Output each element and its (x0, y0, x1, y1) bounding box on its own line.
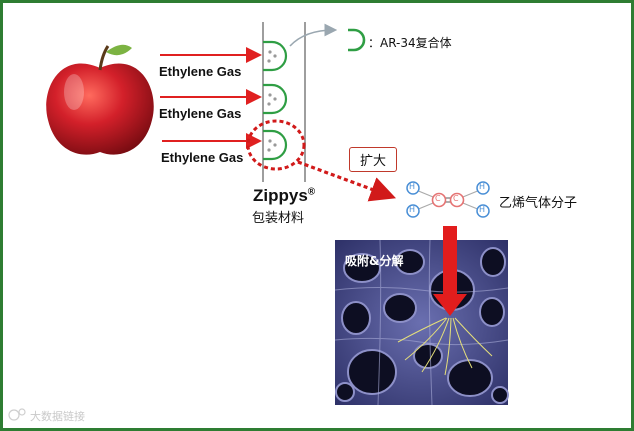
ar34-legend-icon (348, 28, 366, 52)
ar34-legend-text: ：AR-34复合体 (368, 36, 452, 50)
gas-label: Ethylene Gas (159, 64, 242, 79)
zoom-arrow (297, 160, 397, 202)
atom-label: H (479, 205, 486, 214)
atom-label: H (409, 205, 416, 214)
hydrogen-atom (406, 181, 420, 195)
expand-label: 扩大 (349, 147, 398, 172)
atom-label: H (479, 182, 486, 191)
carbon-atom (449, 192, 465, 208)
brand-text: Zippys (253, 186, 308, 205)
watermark-text: 大数据链接 (30, 410, 85, 423)
ar34-pocket (263, 129, 288, 161)
ethylene-molecule (406, 181, 490, 218)
zoom-highlight-circle (246, 119, 306, 171)
legend-pointer-arrow (289, 23, 338, 47)
gas-label: Ethylene Gas (161, 150, 244, 165)
carbon-atom (431, 192, 447, 208)
gas-label: Ethylene Gas (159, 106, 242, 121)
hydrogen-atom (476, 204, 490, 218)
atom-label: H (409, 182, 416, 191)
registered-mark: ® (307, 186, 316, 198)
apple-image (46, 44, 154, 155)
adsorption-arrow (433, 226, 467, 316)
hydrogen-atom (406, 204, 420, 218)
atom-label: C (435, 194, 441, 203)
hydrogen-atom (476, 181, 490, 195)
adsorption-label: 吸附&分解 (345, 254, 404, 268)
atom-label: C (453, 194, 459, 203)
ar34-pocket (263, 40, 288, 72)
ar34-pocket (263, 83, 288, 115)
molecule-label: 乙烯气体分子 (499, 196, 578, 211)
brand-name: Zippys® (253, 186, 315, 206)
watermark-logo (8, 408, 26, 421)
brand-subtitle: 包装材料 (252, 211, 305, 226)
